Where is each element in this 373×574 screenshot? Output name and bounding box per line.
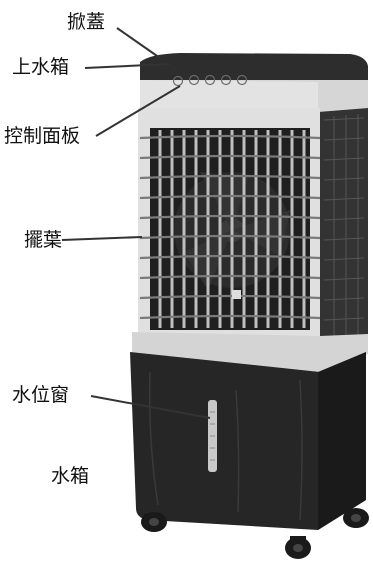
label-lid: 掀蓋 [67, 11, 106, 33]
leader-control-panel [95, 85, 181, 137]
side-panel [318, 108, 368, 356]
leader-water-window [90, 395, 211, 419]
leader-lid [116, 27, 161, 59]
label-water-level-window: 水位窗 [12, 384, 70, 406]
label-swing-blades: 擺葉 [24, 229, 63, 251]
label-control-panel: 控制面板 [4, 125, 81, 147]
leader-lines [61, 27, 211, 419]
water-tank [130, 352, 366, 530]
label-water-tank: 水箱 [51, 465, 90, 487]
leader-swing-blades [61, 236, 143, 241]
lid [140, 53, 368, 80]
control-panel [172, 74, 248, 87]
leader-upper-tank [84, 63, 171, 69]
swing-blades [139, 134, 321, 320]
lower-band [132, 332, 368, 372]
label-upper-tank: 上水箱 [12, 56, 70, 78]
